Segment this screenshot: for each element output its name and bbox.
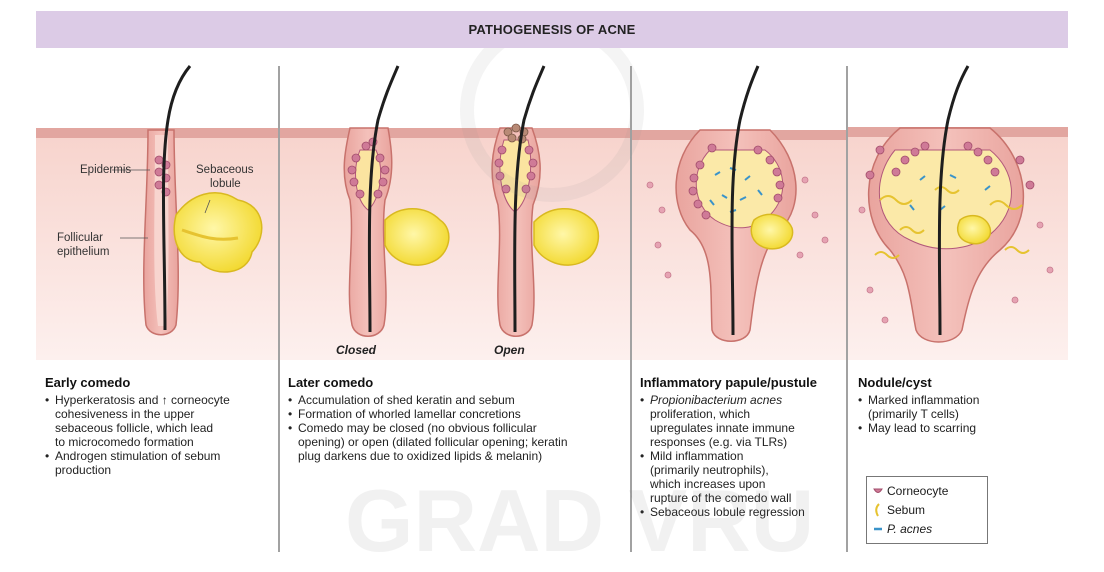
label-epidermis: Epidermis	[80, 163, 131, 177]
label-follicular-line2: epithelium	[57, 245, 109, 259]
bullet: Marked inflammation(primarily T cells)	[858, 393, 1063, 421]
panel-later-comedo: Later comedo Accumulation of shed kerati…	[288, 376, 628, 463]
panel-heading: Later comedo	[288, 376, 628, 390]
panel-heading: Nodule/cyst	[858, 376, 1063, 390]
legend-item-p-acnes: P. acnes	[887, 522, 932, 536]
panel-early-comedo: Early comedo Hyperkeratosis and ↑ corneo…	[45, 376, 275, 477]
p-acnes-icon	[873, 525, 883, 533]
bullet: Formation of whorled lamellar concretion…	[288, 407, 628, 421]
corneocyte-icon	[873, 487, 883, 495]
label-sebaceous-line2: lobule	[210, 177, 241, 191]
page-title: PATHOGENESIS OF ACNE	[469, 22, 636, 37]
bullet: Hyperkeratosis and ↑ corneocytecohesiven…	[45, 393, 275, 449]
bullet: Androgen stimulation of sebumproduction	[45, 449, 275, 477]
panel-nodule-cyst: Nodule/cyst Marked inflammation(primaril…	[858, 376, 1063, 435]
label-closed: Closed	[336, 343, 376, 357]
bullet: Comedo may be closed (no obvious follicu…	[288, 421, 628, 463]
sebum-icon	[873, 503, 883, 517]
legend: Corneocyte Sebum P. acnes	[866, 476, 988, 544]
bullet: Propionibacterium acnesproliferation, wh…	[640, 393, 845, 449]
legend-item-corneocyte: Corneocyte	[887, 484, 948, 498]
label-sebaceous-line1: Sebaceous	[196, 163, 254, 177]
panel-heading: Inflammatory papule/pustule	[640, 376, 845, 390]
label-follicular-line1: Follicular	[57, 231, 103, 245]
title-bar: PATHOGENESIS OF ACNE	[36, 11, 1068, 48]
panel-heading: Early comedo	[45, 376, 275, 390]
label-open: Open	[494, 343, 525, 357]
legend-item-sebum: Sebum	[887, 503, 925, 517]
bullet: Accumulation of shed keratin and sebum	[288, 393, 628, 407]
bullet: May lead to scarring	[858, 421, 1063, 435]
